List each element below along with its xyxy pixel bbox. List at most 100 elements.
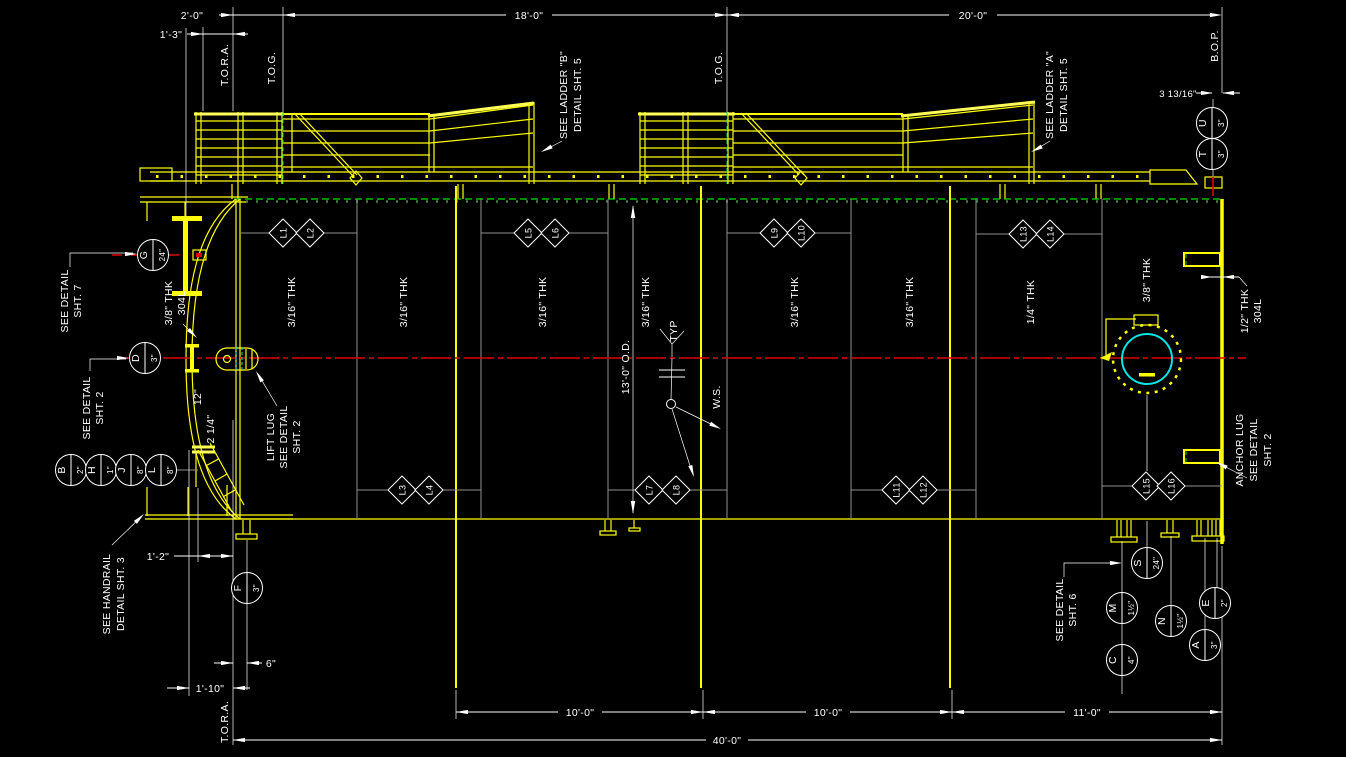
note-detail-7: SEE DETAIL SHT. 7 (59, 251, 137, 333)
svg-text:2": 2" (76, 466, 85, 474)
note-ws: W.S. (711, 385, 723, 408)
lug-marker-L14: L14 (1035, 219, 1065, 249)
note-ladder-a: SEE LADDER "A" DETAIL SHT. 5 (1031, 51, 1070, 152)
lug-marker-L2: L2 (295, 218, 325, 248)
svg-text:SHT. 2: SHT. 2 (291, 420, 303, 453)
svg-text:SHT. 7: SHT. 7 (72, 284, 84, 317)
svg-text:LIFT LUG: LIFT LUG (265, 413, 277, 461)
thk-course-2: 3/16" THK (398, 277, 410, 328)
svg-text:304L: 304L (176, 291, 188, 316)
note-detail-6: SEE DETAIL SHT. 6 (1054, 560, 1122, 642)
svg-text:1½": 1½" (1127, 601, 1136, 616)
svg-text:M: M (1107, 603, 1119, 612)
ref-tora-bottom: T.O.R.A. (219, 701, 231, 743)
ref-tora-top: T.O.R.A. (219, 44, 231, 86)
nozzle-balloon-J: J 8" (115, 454, 147, 486)
svg-text:C: C (1107, 656, 1119, 664)
svg-text:SEE HANDRAIL: SEE HANDRAIL (101, 554, 113, 635)
svg-text:4": 4" (1127, 656, 1136, 664)
svg-text:J: J (116, 467, 128, 473)
lug-connector-lines (176, 232, 1222, 491)
svg-text:F: F (232, 585, 244, 592)
lug-marker-L7: L7 (634, 475, 664, 505)
svg-text:3": 3" (1210, 641, 1219, 649)
ref-tog-left: T.O.G. (266, 52, 278, 84)
dim-3-13-16: 3 13/16" (1159, 89, 1196, 100)
svg-text:L5: L5 (524, 228, 534, 239)
svg-text:S: S (1132, 559, 1144, 566)
svg-text:L1: L1 (279, 228, 289, 239)
note-handrail: SEE HANDRAIL DETAIL SHT. 3 (101, 514, 144, 634)
thk-course-7: 1/4" THK (1025, 280, 1037, 324)
leader-notes: SEE LADDER "B" DETAIL SHT. 5 SEE LADDER … (59, 51, 1274, 642)
dim-18ft: 18'-0" (515, 10, 544, 22)
dim-6in: 6" (266, 658, 276, 670)
lug-marker-L12: L12 (908, 475, 938, 505)
svg-text:SEE DETAIL: SEE DETAIL (1248, 419, 1260, 482)
svg-text:3": 3" (150, 354, 159, 362)
dim-1ft10: 1'-10" (196, 683, 225, 695)
lug-marker-L11: L11 (881, 475, 911, 505)
thickness-labels: 3/16" THK 3/16" THK 3/16" THK 3/16" THK … (163, 258, 1264, 444)
svg-text:T: T (1197, 150, 1209, 157)
thk-course-8: 3/8" THK (1141, 258, 1153, 302)
thk-course-5: 3/16" THK (789, 277, 801, 328)
svg-text:2": 2" (1220, 599, 1229, 607)
svg-text:3": 3" (1217, 119, 1226, 127)
svg-text:L10: L10 (797, 225, 807, 241)
svg-text:L4: L4 (425, 485, 435, 496)
nozzle-balloon-U: U 3" (1196, 107, 1228, 139)
svg-text:E: E (1200, 599, 1212, 606)
thk-head-right: 1/2" THK 304L (1201, 274, 1264, 333)
svg-text:L14: L14 (1046, 226, 1056, 242)
left-head-details (145, 216, 293, 540)
svg-text:SEE DETAIL: SEE DETAIL (59, 270, 71, 333)
dim-bay1: 10'-0" (566, 707, 595, 719)
bottom-dimensions: 1'-2" 6" 1'-10" T.O.R.A. 10'-0" 10'-0" 1… (147, 420, 1223, 747)
nozzle-balloon-M: M 1½" (1106, 592, 1138, 624)
lug-marker-L10: L10 (786, 218, 816, 248)
note-lift-lug: LIFT LUG SEE DETAIL SHT. 2 (256, 371, 303, 468)
nozzle-balloon-C: C 4" (1106, 644, 1138, 676)
svg-text:SEE LADDER "B": SEE LADDER "B" (558, 51, 570, 139)
svg-text:L9: L9 (770, 228, 780, 239)
svg-text:U: U (1197, 119, 1209, 127)
ref-bop: B.O.P. (1209, 30, 1221, 61)
svg-text:8": 8" (136, 466, 145, 474)
dim-12in: 12" (192, 389, 204, 405)
dim-1ft2: 1'-2" (147, 551, 169, 563)
svg-text:L8: L8 (672, 485, 682, 496)
note-ladder-b: SEE LADDER "B" DETAIL SHT. 5 (541, 51, 584, 152)
svg-text:SHT. 2: SHT. 2 (94, 391, 106, 424)
svg-text:SEE DETAIL: SEE DETAIL (1054, 579, 1066, 642)
svg-text:A: A (1190, 641, 1202, 648)
lug-marker-L3: L3 (387, 475, 417, 505)
svg-text:L3: L3 (398, 485, 408, 496)
lug-marker-L15: L15 (1131, 471, 1161, 501)
platform-structure (139, 100, 1199, 221)
lug-marker-L16: L16 (1156, 471, 1186, 501)
svg-text:SEE DETAIL: SEE DETAIL (81, 377, 93, 440)
lug-marker-L8: L8 (661, 475, 691, 505)
svg-text:L16: L16 (1167, 478, 1177, 494)
svg-text:L: L (146, 467, 158, 473)
dim-total: 40'-0" (713, 735, 742, 747)
dim-2ft: 2'-0" (181, 10, 203, 22)
svg-text:DETAIL SHT. 5: DETAIL SHT. 5 (1058, 58, 1070, 132)
svg-text:1½": 1½" (1176, 614, 1185, 629)
svg-text:H: H (86, 466, 98, 474)
svg-text:B: B (56, 466, 68, 473)
dim-od: 13'-0" O.D. (620, 340, 632, 395)
svg-text:DETAIL SHT. 3: DETAIL SHT. 3 (115, 557, 127, 631)
svg-text:SHT. 6: SHT. 6 (1067, 593, 1079, 626)
